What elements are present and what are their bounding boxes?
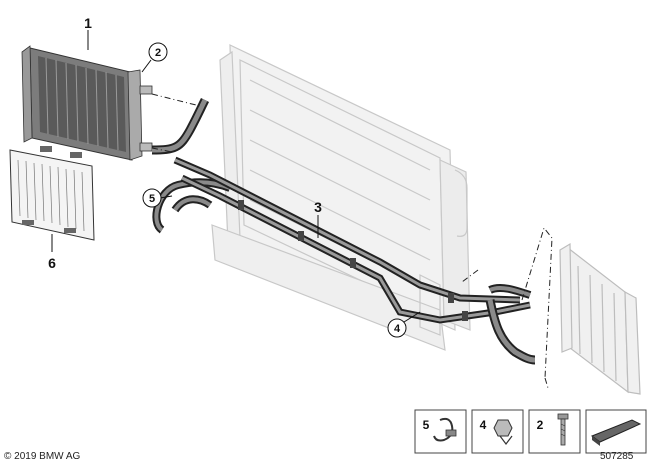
radiator-cover: [9, 146, 95, 241]
svg-text:5: 5: [149, 193, 155, 205]
callout-4: 4: [387, 318, 407, 338]
callout-5: 5: [142, 188, 162, 208]
oil-line-5: [152, 178, 232, 234]
svg-text:4: 4: [480, 418, 487, 432]
svg-text:4: 4: [394, 323, 401, 335]
callout-2: 2: [148, 42, 168, 62]
legend-box-seal: [585, 409, 647, 454]
callout-1: 1: [84, 15, 92, 31]
bolt-icon: [557, 413, 569, 446]
seal-gasket-icon: [590, 419, 642, 446]
legend-box-5: 5: [414, 409, 467, 454]
legend-box-2: 2: [528, 409, 581, 454]
spring-clip-icon: [493, 419, 513, 445]
main-radiator-ghost: [211, 44, 471, 351]
svg-text:2: 2: [537, 418, 544, 432]
assignment-lines: [151, 93, 553, 389]
cooler-hose: [151, 97, 210, 155]
line-clips: [238, 200, 468, 321]
callout-3: 3: [314, 199, 322, 215]
legend-box-4: 4: [471, 409, 524, 454]
hose-clamp-icon: [433, 417, 457, 442]
copyright-text: © 2019 BMW AG: [4, 451, 81, 462]
callout-6: 6: [48, 255, 56, 271]
auxiliary-cooler-ghost: [559, 242, 641, 395]
oil-lines-3-4: [173, 156, 536, 365]
svg-text:2: 2: [155, 47, 161, 59]
transmission-oil-cooler: [21, 45, 153, 161]
svg-text:5: 5: [423, 418, 430, 432]
diagram-number: 507285: [600, 451, 634, 462]
leader-lines: [51, 30, 421, 323]
